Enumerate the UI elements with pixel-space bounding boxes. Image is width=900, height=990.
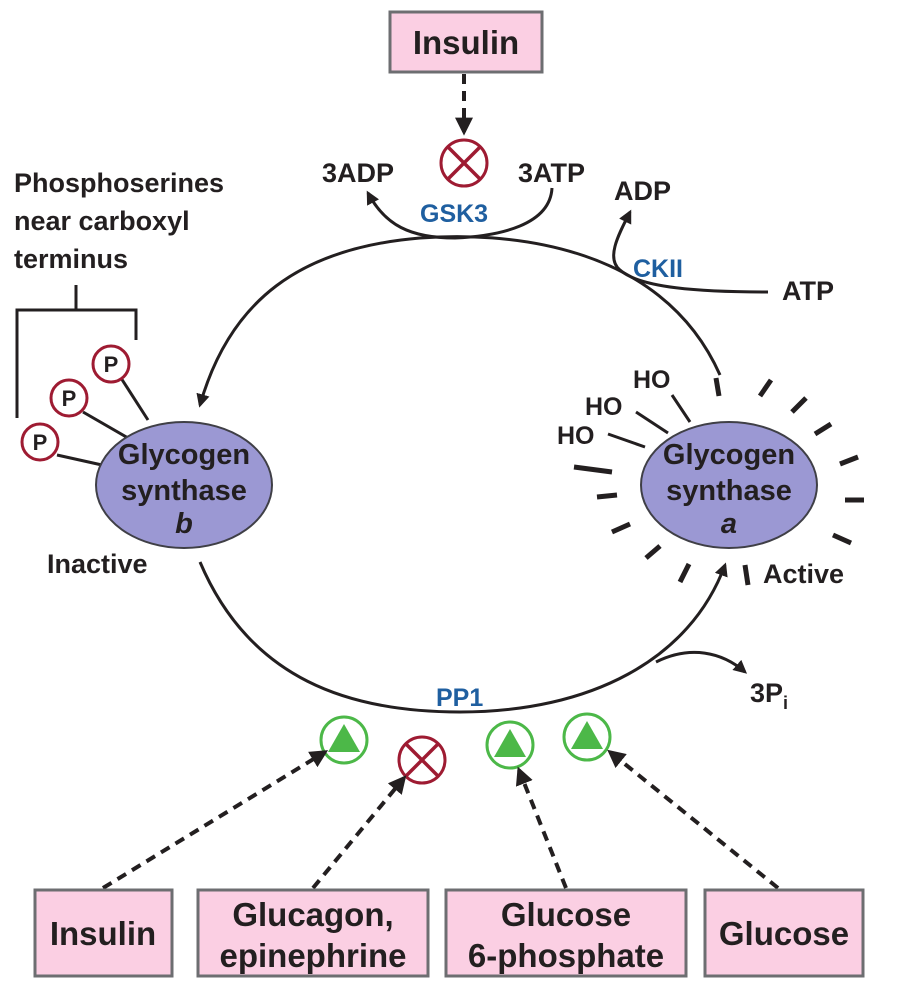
insulin-top-label: Insulin bbox=[413, 24, 519, 61]
synthase-a-line2: synthase bbox=[666, 475, 792, 507]
ckii-product-label: ADP bbox=[614, 176, 671, 206]
glucose-6-phosphate-box bbox=[444, 888, 688, 978]
gsk3-product-label: 3ADP bbox=[322, 158, 394, 188]
phosphate-stem-3 bbox=[56, 453, 103, 467]
glucose-6-phosphate-line1: Glucose bbox=[501, 896, 631, 933]
hydroxyl-stem-1 bbox=[670, 394, 692, 423]
synthase-b-line2: synthase bbox=[121, 475, 247, 507]
hydroxyl-stem-2 bbox=[635, 410, 669, 435]
svg-text:P: P bbox=[33, 430, 48, 455]
insulin-bottom-box bbox=[33, 888, 174, 978]
phosphoserine-label-line2: near carboxyl bbox=[14, 206, 190, 236]
hydroxyl-label-3: HO bbox=[557, 422, 595, 450]
gsk3-inhibition-icon bbox=[439, 138, 489, 188]
phosphate-group-2: P bbox=[49, 378, 89, 418]
svg-text:P: P bbox=[62, 386, 77, 411]
synthase-a-line3: a bbox=[721, 508, 737, 540]
pp1-enzyme-label: PP1 bbox=[436, 684, 483, 712]
synthase-b-line1: Glycogen bbox=[118, 439, 250, 471]
phosphate-stem-1 bbox=[119, 377, 150, 421]
gsk3-substrate-label: 3ATP bbox=[518, 158, 585, 188]
ckii-substrate-label: ATP bbox=[782, 276, 834, 306]
glucagon-label-line1: Glucagon, bbox=[232, 896, 393, 933]
pp1-activation-icon-insulin bbox=[319, 715, 369, 765]
phosphate-stem-2 bbox=[82, 410, 129, 440]
phosphate-group-1: P bbox=[91, 344, 131, 384]
pp1-product-label: 3Pi bbox=[750, 678, 788, 713]
glucagon-epinephrine-box bbox=[196, 888, 430, 978]
ckii-enzyme-label: CKII bbox=[633, 255, 683, 283]
pp1-inhibition-icon bbox=[397, 735, 447, 785]
svg-text:P: P bbox=[104, 352, 119, 377]
hydroxyl-label-2: HO bbox=[585, 393, 623, 421]
phosphoserine-label-line1: Phosphoserines bbox=[14, 168, 224, 198]
pp1-phosphate-release-arrow bbox=[655, 650, 748, 674]
glucose-6-phosphate-dashed-arrow bbox=[515, 766, 568, 889]
gsk3-atp-to-adp-arrow bbox=[366, 187, 554, 240]
pp1-activation-icon-glucose bbox=[562, 712, 612, 762]
hydroxyl-stem-3 bbox=[607, 432, 646, 449]
inactive-state-label: Inactive bbox=[47, 549, 148, 579]
activity-rays bbox=[573, 377, 864, 586]
glucose-label: Glucose bbox=[719, 915, 849, 952]
glucose-box bbox=[703, 888, 865, 978]
cycle-arc-bottom bbox=[198, 561, 728, 714]
synthase-b-line3: b bbox=[175, 508, 193, 540]
insulin-bottom-dashed-arrow bbox=[101, 750, 329, 890]
glucose-dashed-arrow bbox=[607, 749, 780, 890]
synthase-a-line1: Glycogen bbox=[663, 439, 795, 471]
insulin-bottom-label: Insulin bbox=[50, 915, 156, 952]
glycogen-synthase-a-ellipse bbox=[640, 421, 818, 549]
glycogen-synthase-b-ellipse bbox=[95, 421, 273, 549]
phosphoserine-bracket bbox=[15, 285, 138, 418]
cycle-arc-top bbox=[196, 235, 722, 408]
glucose-6-phosphate-line2: 6-phosphate bbox=[468, 937, 664, 974]
ckii-atp-to-adp-arrow bbox=[612, 209, 769, 294]
pp1-activation-icon-glucose-6-phosphate bbox=[485, 720, 535, 770]
insulin-top-box bbox=[388, 10, 544, 74]
phosphoserine-label-line3: terminus bbox=[14, 244, 128, 274]
active-state-label: Active bbox=[763, 559, 844, 589]
glucagon-dashed-arrow bbox=[311, 775, 407, 890]
gsk3-enzyme-label: GSK3 bbox=[420, 200, 488, 228]
phosphate-group-3: P bbox=[20, 422, 60, 462]
hydroxyl-label-1: HO bbox=[633, 366, 671, 394]
glucagon-label-line2: epinephrine bbox=[219, 937, 406, 974]
